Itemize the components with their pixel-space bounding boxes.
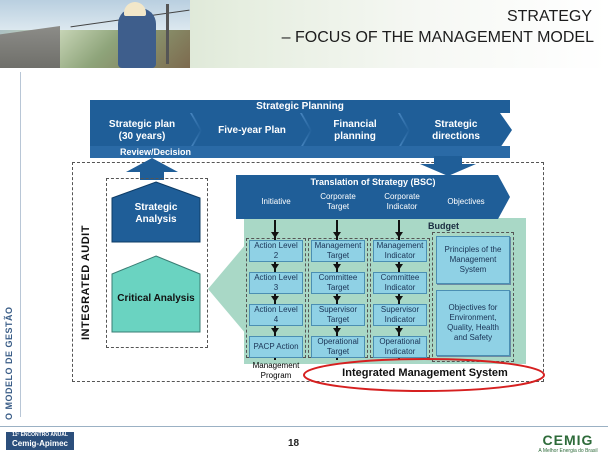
ims-label: Integrated Management System [342, 367, 508, 379]
cemig-apimec-logo: 11º ENCONTRO ANUAL Cemig-Apimec [6, 432, 74, 450]
arrow-down [395, 296, 403, 302]
ims-highlight-ellipse [303, 358, 545, 392]
footer-divider [0, 426, 608, 427]
review-decision-bar: Review/Decision [90, 146, 510, 158]
arrow-down [395, 328, 403, 334]
green-left-arrow [208, 244, 246, 334]
page-number: 18 [288, 438, 300, 449]
arrow-down [333, 296, 341, 302]
objectives-environment-box: Objectives for Environment, Quality, Hea… [436, 290, 510, 356]
strategic-analysis-shape [111, 181, 201, 243]
strategic-analysis-label: Strategic Analysis [134, 202, 178, 225]
bsc-corporate-indicator: Corporate Indicator [384, 192, 420, 211]
cemig-wordmark: CEMIG [542, 432, 594, 448]
arrow-down [333, 264, 341, 270]
management-program-label: Management Program [252, 361, 300, 380]
analysis-column [106, 178, 208, 348]
supervisor-indicator: Supervisor Indicator [373, 304, 427, 326]
management-indicator: Management Indicator [373, 240, 427, 262]
planning-chevron-row [90, 113, 512, 148]
down-arrow-bsc [420, 156, 476, 176]
pacp-action: PACP Action [249, 336, 303, 358]
logo-event-caption: 11º ENCONTRO ANUAL [12, 432, 68, 438]
cemig-logo: CEMIG A Melhor Energia do Brasil [538, 432, 598, 454]
header-photo [0, 0, 190, 68]
up-arrow-review [126, 158, 178, 180]
action-level-4: Action Level 4 [249, 304, 303, 326]
principles-box: Principles of the Management System [436, 236, 510, 284]
arrow-down [271, 232, 279, 238]
supervisor-target: Supervisor Target [311, 304, 365, 326]
step-five-year-plan: Five-year Plan [218, 124, 286, 136]
step-financial-planning: Financial planning [333, 118, 377, 142]
arrow-down [333, 328, 341, 334]
arrow-down [271, 264, 279, 270]
management-target: Management Target [311, 240, 365, 262]
bsc-corporate-target: Corporate Target [320, 192, 356, 211]
arrow-down [271, 296, 279, 302]
side-divider [20, 72, 21, 417]
action-level-3: Action Level 3 [249, 272, 303, 294]
bsc-initiative: Initiative [261, 197, 291, 206]
arrow-down [395, 264, 403, 270]
objectives-frame [432, 232, 514, 362]
operational-indicator: Operational Indicator [373, 336, 427, 358]
budget-label: Budget [428, 221, 459, 231]
strategic-planning-band: Strategic Planning [90, 100, 510, 113]
committee-indicator: Committee Indicator [373, 272, 427, 294]
critical-analysis-label: Critical Analysis [117, 293, 195, 304]
committee-target: Committee Target [311, 272, 365, 294]
arrow-down [333, 232, 341, 238]
action-level-2: Action Level 2 [249, 240, 303, 262]
arrow-down [395, 232, 403, 238]
cemig-tagline: A Melhor Energia do Brasil [538, 448, 598, 454]
review-decision-label: Review/Decision [120, 147, 192, 157]
integrated-audit-label: INTEGRATED AUDIT [80, 225, 92, 340]
step-strategic-directions: Strategic directions [432, 118, 480, 142]
critical-analysis-shape [111, 255, 201, 333]
operational-target: Operational Target [311, 336, 365, 358]
slide-title: STRATEGY [506, 8, 592, 25]
bsc-band [236, 175, 510, 219]
integrated-audit-frame [72, 162, 544, 382]
step-strategic-plan: Strategic plan (30 years) [108, 118, 176, 142]
arrow-down [271, 328, 279, 334]
side-label: O MODELO DE GESTÃO [4, 306, 14, 420]
slide-subtitle: – FOCUS OF THE MANAGEMENT MODEL [281, 29, 594, 46]
bsc-title: Translation of Strategy (BSC) [310, 177, 436, 187]
logo-event-name: Cemig-Apimec [11, 439, 68, 448]
bsc-objectives: Objectives [447, 197, 485, 206]
